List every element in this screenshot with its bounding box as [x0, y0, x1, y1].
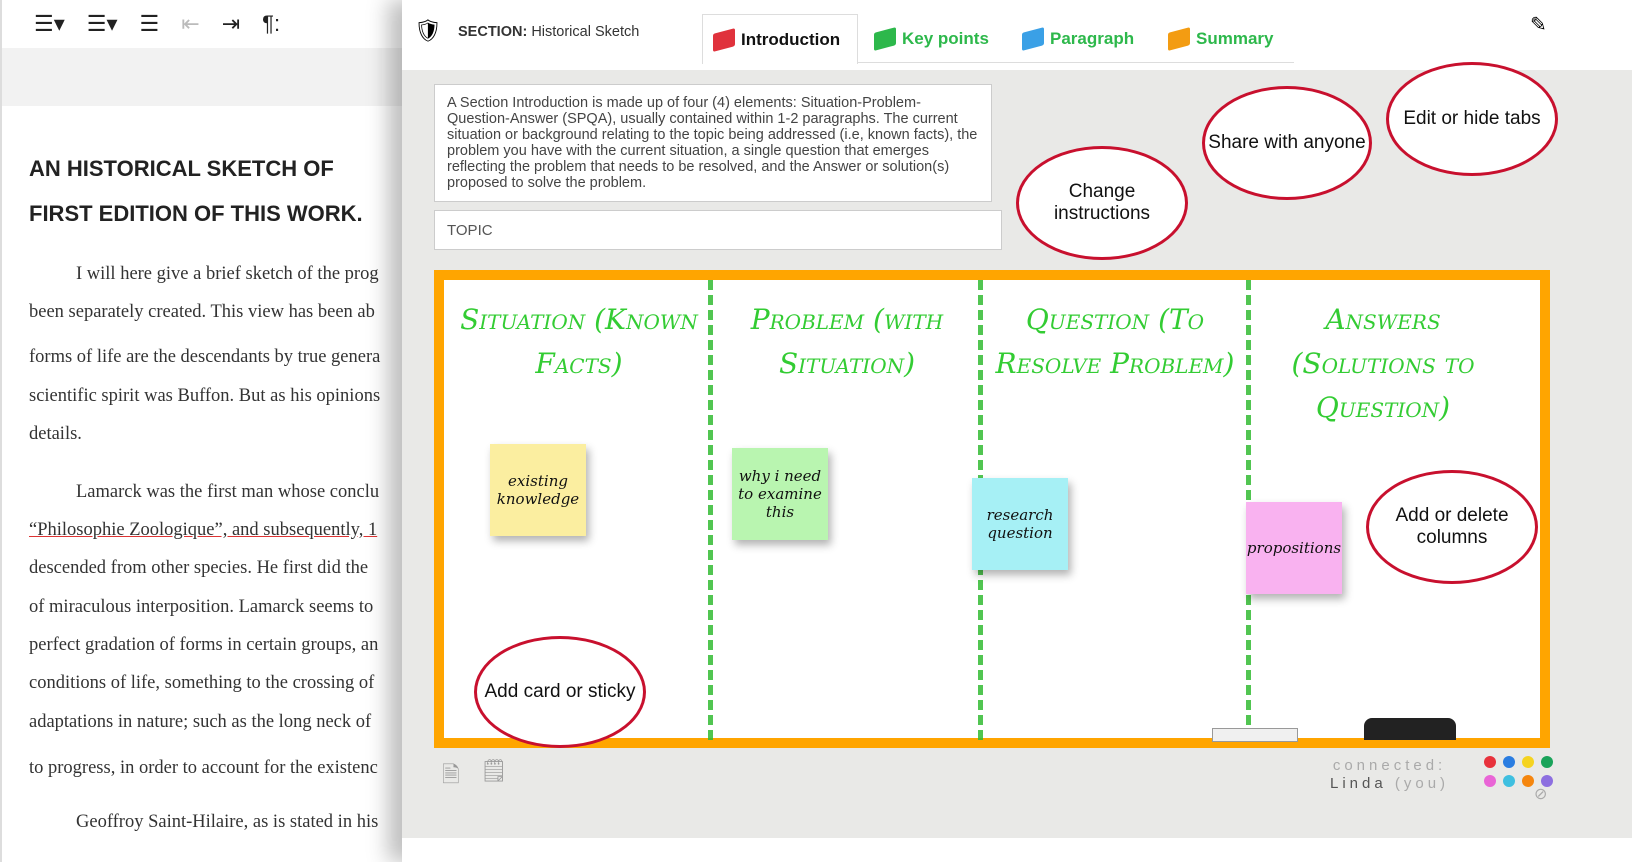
book-icon — [713, 27, 735, 52]
numbered-list-icon[interactable]: ☰▾ — [34, 11, 65, 36]
doc-line: Geoffroy Saint-Hilaire, as is stated in … — [76, 812, 379, 832]
tab-divider — [858, 62, 1294, 63]
color-swatch[interactable] — [1484, 775, 1496, 787]
doc-line: forms of life are the descendants by tru… — [29, 347, 381, 367]
connected-users: connected: Linda (you) — [1330, 757, 1449, 793]
column-header[interactable]: Situation (Known Facts) — [460, 303, 698, 380]
sticky-note[interactable]: why i need to examine this — [732, 448, 828, 540]
column-divider — [708, 280, 713, 740]
topic-input[interactable]: TOPIC — [434, 210, 1002, 250]
doc-line: descended from other species. He first d… — [29, 558, 369, 578]
sticky-note[interactable]: propositions — [1246, 502, 1342, 594]
callout-add-card: Add card or sticky — [474, 636, 646, 748]
section-name: Historical Sketch — [531, 24, 640, 40]
book-icon — [1022, 27, 1044, 51]
sticky-note[interactable]: research question — [972, 478, 1068, 570]
you-label: (you) — [1394, 775, 1450, 792]
tab-label: Introduction — [741, 29, 841, 49]
toolbar-spacer — [2, 48, 412, 106]
doc-line: Lamarck was the first man whose conclu — [76, 482, 380, 502]
tab-label: Summary — [1196, 29, 1274, 48]
instructions-box[interactable]: A Section Introduction is made up of fou… — [434, 84, 992, 202]
section-title: SECTION: Historical Sketch — [458, 24, 639, 40]
callout-columns: Add or delete columns — [1366, 470, 1538, 584]
doc-line: scientific spirit was Buffon. But as his… — [29, 386, 381, 406]
doc-line: “Philosophie Zoologique”, and subsequent… — [29, 520, 378, 540]
doc-line: been separately created. This view has b… — [29, 302, 375, 322]
color-swatch[interactable] — [1503, 775, 1515, 787]
user-name: Linda — [1330, 775, 1387, 792]
checklist-icon[interactable]: ☰ — [139, 11, 160, 36]
no-color-icon[interactable]: ⊘ — [1534, 786, 1548, 803]
eraser-icon[interactable] — [1364, 718, 1456, 740]
tab-label: Key points — [902, 29, 989, 48]
paragraph-marks-icon[interactable]: ¶: — [262, 11, 281, 36]
marker-icon[interactable] — [1212, 728, 1298, 742]
shield-check-icon[interactable]: 🛡 — [414, 18, 442, 43]
column-header[interactable]: Problem (with Situation) — [750, 303, 944, 380]
color-swatch[interactable] — [1522, 756, 1534, 768]
doc-heading: FIRST EDITION OF THIS WORK. — [29, 201, 363, 226]
tab-label: Paragraph — [1050, 29, 1135, 48]
color-swatch[interactable] — [1541, 775, 1553, 787]
callout-edit-tabs: Edit or hide tabs — [1386, 62, 1558, 176]
tab-summary[interactable]: Summary — [1158, 14, 1283, 64]
doc-line: of miraculous interposition. Lamarck see… — [29, 597, 374, 617]
doc-line: adaptations in nature; such as the long … — [29, 712, 372, 732]
doc-heading: AN HISTORICAL SKETCH OF — [29, 156, 334, 181]
outdent-icon[interactable]: ⇤ — [181, 11, 200, 36]
doc-line: details. — [29, 424, 82, 444]
indent-icon[interactable]: ⇥ — [221, 11, 241, 36]
bulleted-list-icon[interactable]: ☰▾ — [86, 11, 118, 36]
tab-paragraph[interactable]: Paragraph — [1012, 14, 1144, 64]
book-icon — [874, 27, 896, 51]
section-label: SECTION: — [458, 24, 528, 40]
tab-introduction[interactable]: Introduction — [702, 14, 858, 64]
doc-line: conditions of life, something to the cro… — [29, 673, 375, 693]
color-swatch[interactable] — [1503, 756, 1515, 768]
column-header[interactable]: Question (To Resolve Problem) — [995, 303, 1235, 380]
add-sticky-icon[interactable]: 🗒 — [480, 758, 508, 783]
callout-change-instructions: Change instructions — [1016, 146, 1188, 260]
book-icon — [1168, 27, 1190, 51]
add-card-icon[interactable]: 🗎 — [442, 762, 460, 787]
doc-line: to progress, in order to account for the… — [29, 758, 378, 778]
column-header[interactable]: Answers (Solutions to Question) — [1291, 303, 1475, 424]
color-palette — [1484, 756, 1553, 787]
tab-key-points[interactable]: Key points — [864, 14, 999, 64]
doc-line: perfect gradation of forms in certain gr… — [29, 635, 379, 655]
sticky-note[interactable]: existing knowledge — [490, 444, 586, 536]
document-editor[interactable]: ☰▾ ☰▾ ☰ ⇤ ⇥ ¶: AN HISTORICAL SKETCH OF F… — [0, 0, 412, 862]
color-swatch[interactable] — [1522, 775, 1534, 787]
doc-line: I will here give a brief sketch of the p… — [76, 264, 379, 284]
connected-label: connected: — [1332, 757, 1447, 774]
color-swatch[interactable] — [1541, 756, 1553, 768]
callout-share: Share with anyone — [1202, 86, 1372, 200]
color-swatch[interactable] — [1484, 756, 1496, 768]
format-toolbar: ☰▾ ☰▾ ☰ ⇤ ⇥ ¶: — [2, 0, 412, 48]
edit-icon[interactable]: ✎ — [1530, 14, 1547, 36]
